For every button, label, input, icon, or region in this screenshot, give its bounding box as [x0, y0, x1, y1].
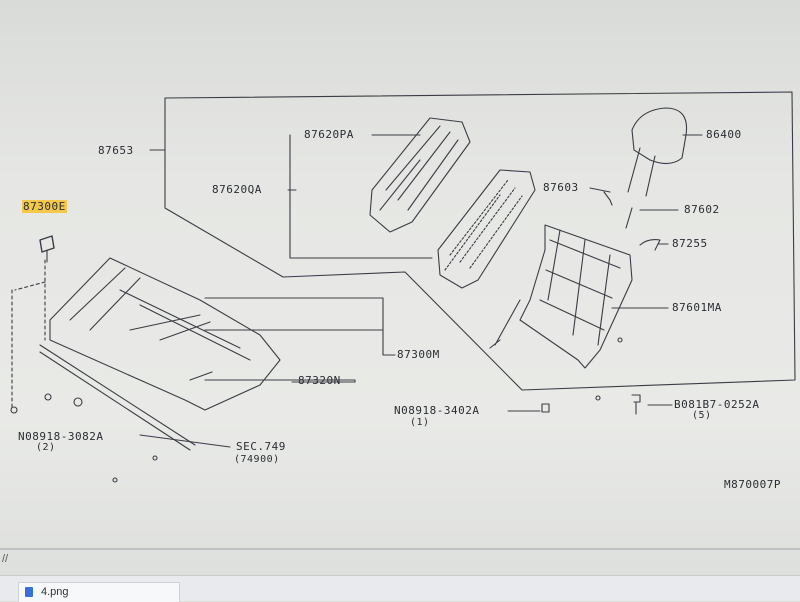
- leader-87320N: [204, 379, 356, 383]
- headrest: [631, 107, 688, 165]
- drawing-code: M870007P: [724, 478, 781, 491]
- leader-87603: [589, 187, 611, 193]
- taskbar-slash: //: [2, 553, 9, 565]
- label-87320N: 87320N: [298, 374, 341, 387]
- seatback-trim: [437, 169, 536, 289]
- leader-87300M: [204, 297, 396, 356]
- label-sec749-ref: (74900): [234, 454, 280, 465]
- clip-87603: [603, 191, 613, 206]
- file-tab[interactable]: 4.png: [18, 582, 180, 602]
- label-08918-3082A-qty: (2): [36, 442, 56, 453]
- label-87255: 87255: [672, 237, 708, 250]
- label-87602: 87602: [684, 203, 720, 216]
- image-file-icon: [25, 587, 33, 597]
- seat-base-rail: [39, 344, 196, 451]
- parts-diagram: [10, 91, 796, 483]
- label-081B7-0252A: B081B7-0252A: [674, 398, 760, 411]
- label-86400: 86400: [706, 128, 742, 141]
- nut-08918-3082A: [73, 397, 83, 407]
- label-87603: 87603: [543, 181, 579, 194]
- label-87601MA: 87601MA: [672, 301, 722, 314]
- label-87653: 87653: [98, 144, 134, 157]
- bracket-87255: [639, 239, 661, 251]
- bolt-081B7: [631, 394, 641, 415]
- label-sec749: SEC.749: [236, 440, 286, 453]
- monitor-bezel-edge: [0, 548, 800, 550]
- label-081B7-0252A-qty: (5): [692, 410, 712, 421]
- diagram-page: 87653 87620PA 87620QA 86400 87603 87602 …: [10, 91, 796, 491]
- label-87620QA: 87620QA: [212, 183, 262, 196]
- label-87300E-highlighted: 87300E: [22, 200, 67, 213]
- label-87300M: 87300M: [397, 348, 440, 361]
- leader-87620PA: [289, 134, 433, 259]
- bolt-87602: [625, 207, 633, 229]
- seatback-pad: [369, 117, 471, 233]
- label-08918-3402A-qty: (1): [410, 417, 430, 428]
- file-tab-label: 4.png: [41, 586, 69, 598]
- taskbar: 4.png: [0, 575, 800, 602]
- label-08918-3082A: N08918-3082A: [18, 430, 104, 443]
- label-08918-3402A: N08918-3402A: [394, 404, 480, 417]
- label-87620PA: 87620PA: [304, 128, 354, 141]
- nut-08918-3402A: [541, 403, 550, 413]
- clip-87300E: [39, 235, 55, 253]
- frame-outline: [164, 91, 796, 391]
- leader-sec749: [139, 434, 231, 448]
- seatback-frame: [519, 224, 633, 369]
- seat-cushion: [49, 257, 281, 411]
